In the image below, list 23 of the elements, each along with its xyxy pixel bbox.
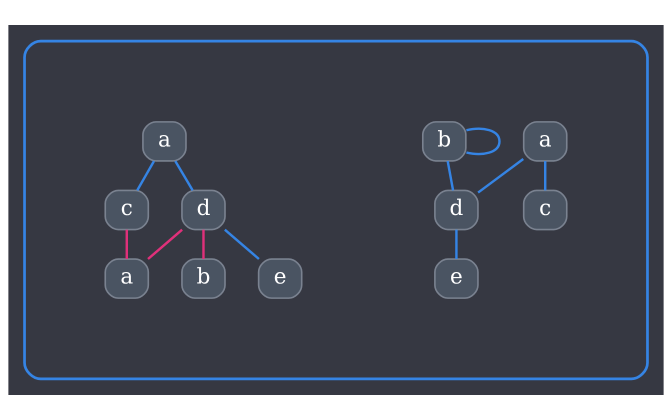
connector [446,160,454,191]
connector [224,228,260,260]
node-box: a [104,258,150,299]
node-box: d [434,190,479,230]
connector [174,160,194,191]
connector [126,230,128,259]
connector [147,228,183,260]
connector [466,128,501,156]
connector [544,161,546,190]
node-box: e [258,258,302,299]
node-box: a [522,121,568,162]
node-box: c [104,190,150,230]
node-box: e [434,258,479,299]
node-box: a [142,121,187,162]
node-box: b [181,258,226,299]
node-box: c [522,190,568,230]
cluster [23,40,649,380]
connector [136,160,156,191]
connector [477,158,524,194]
node-box: d [181,190,226,230]
node-box: b [422,121,467,162]
connector [202,230,205,259]
connector [455,230,458,259]
